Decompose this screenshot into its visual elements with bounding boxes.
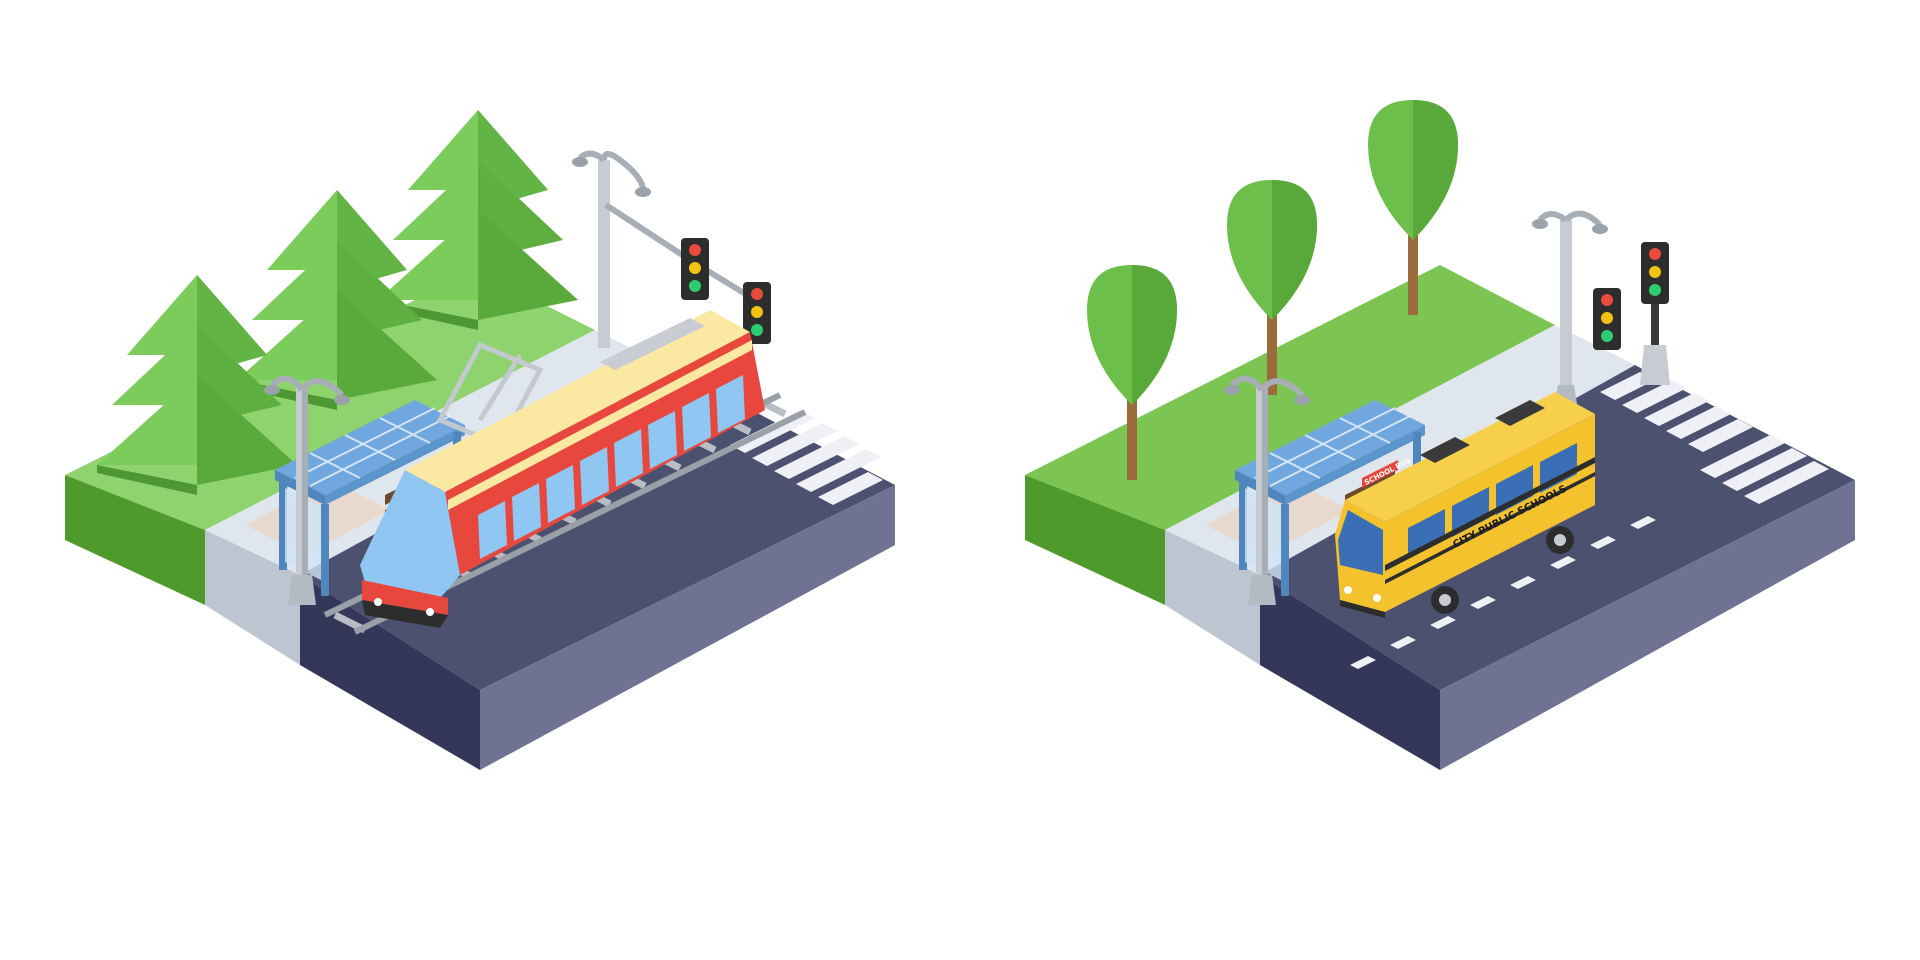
traffic-light-pole — [1640, 290, 1670, 385]
tram-icon — [360, 310, 765, 628]
traffic-light-icon — [1593, 288, 1621, 350]
school-bus-icon: CITY PUBLIC SCHOOLS SCHOOL BUS — [1335, 392, 1595, 618]
road-markings-icon — [1350, 516, 1656, 669]
pine-tree-icon — [378, 110, 578, 330]
traffic-light-icon — [1641, 242, 1669, 304]
grass-block — [1025, 265, 1555, 605]
street-lamp-icon — [572, 150, 754, 348]
traffic-light-icon — [681, 238, 709, 300]
bus-scene: CITY PUBLIC SCHOOLS SCHOOL BUS — [1025, 100, 1855, 770]
tram-scene — [65, 110, 895, 770]
